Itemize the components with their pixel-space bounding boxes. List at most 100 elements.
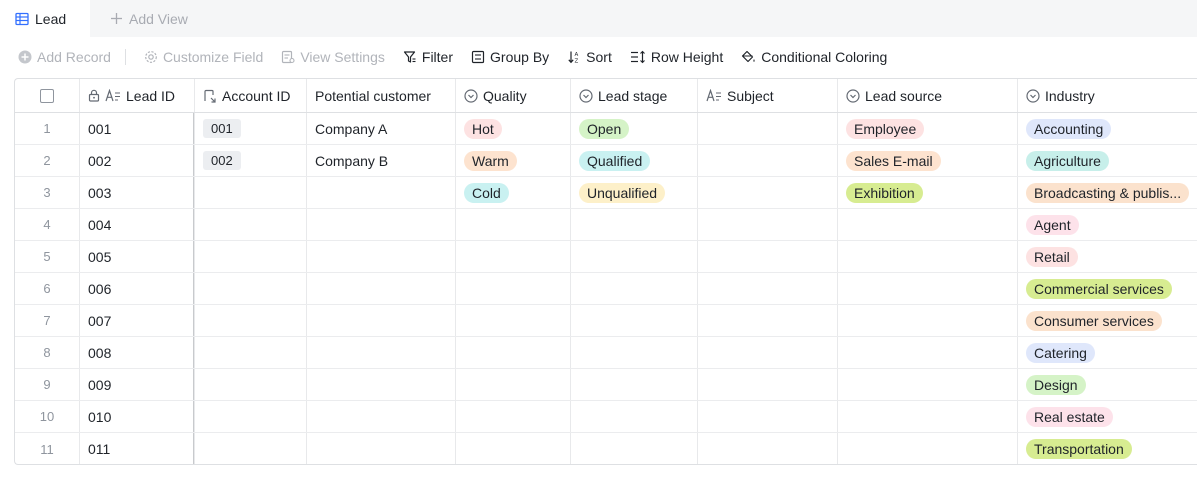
cell-subject[interactable] (697, 369, 837, 400)
cell-quality[interactable] (455, 273, 570, 304)
column-header-quality[interactable]: Quality (455, 79, 570, 112)
cell-subject[interactable] (697, 273, 837, 304)
cell-quality[interactable] (455, 433, 570, 464)
cell-industry[interactable]: Consumer services (1017, 305, 1197, 336)
cell-potential-customer[interactable] (306, 337, 455, 368)
cell-lead-id[interactable]: 003 (79, 177, 194, 208)
cell-quality[interactable] (455, 401, 570, 432)
cell-account-id[interactable] (194, 177, 306, 208)
cell-industry[interactable]: Agent (1017, 209, 1197, 240)
add-view-button[interactable]: Add View (110, 0, 188, 37)
cell-lead-id[interactable]: 010 (79, 401, 194, 432)
cell-account-id[interactable] (194, 433, 306, 464)
cell-lead-id[interactable]: 011 (79, 433, 194, 464)
cell-industry[interactable]: Broadcasting & publis... (1017, 177, 1197, 208)
cell-lead-id[interactable]: 009 (79, 369, 194, 400)
cell-industry[interactable]: Commercial services (1017, 273, 1197, 304)
cell-lead-stage[interactable] (570, 273, 697, 304)
cell-potential-customer[interactable] (306, 241, 455, 272)
cell-quality[interactable] (455, 209, 570, 240)
view-settings-button[interactable]: View Settings (281, 49, 385, 65)
cell-lead-stage[interactable] (570, 337, 697, 368)
customize-field-button[interactable]: Customize Field (144, 49, 263, 65)
cell-lead-source[interactable] (837, 401, 1017, 432)
cell-potential-customer[interactable] (306, 433, 455, 464)
cell-potential-customer[interactable] (306, 305, 455, 336)
select-all-checkbox[interactable] (40, 88, 54, 103)
cell-potential-customer[interactable] (306, 177, 455, 208)
cell-subject[interactable] (697, 241, 837, 272)
column-header-subject[interactable]: Subject (697, 79, 837, 112)
cell-lead-source[interactable] (837, 433, 1017, 464)
cell-potential-customer[interactable]: Company B (306, 145, 455, 176)
cell-lead-source[interactable]: Employee (837, 113, 1017, 144)
cell-lead-stage[interactable]: Unqualified (570, 177, 697, 208)
cell-account-id[interactable] (194, 241, 306, 272)
column-header-lead-stage[interactable]: Lead stage (570, 79, 697, 112)
cell-lead-stage[interactable] (570, 433, 697, 464)
cell-subject[interactable] (697, 209, 837, 240)
cell-account-id[interactable]: 001 (194, 113, 306, 144)
cell-lead-id[interactable]: 005 (79, 241, 194, 272)
cell-account-id[interactable] (194, 273, 306, 304)
cell-industry[interactable]: Accounting (1017, 113, 1197, 144)
cell-lead-stage[interactable] (570, 369, 697, 400)
cell-quality[interactable]: Cold (455, 177, 570, 208)
column-header-lead-id[interactable]: Lead ID (79, 79, 194, 112)
cell-account-id[interactable] (194, 305, 306, 336)
cell-lead-id[interactable]: 008 (79, 337, 194, 368)
cell-lead-source[interactable] (837, 209, 1017, 240)
add-record-button[interactable]: Add Record (18, 49, 111, 65)
cell-lead-stage[interactable] (570, 209, 697, 240)
cell-lead-stage[interactable]: Open (570, 113, 697, 144)
cell-subject[interactable] (697, 177, 837, 208)
cell-lead-stage[interactable]: Qualified (570, 145, 697, 176)
cell-lead-source[interactable] (837, 241, 1017, 272)
cell-lead-stage[interactable] (570, 305, 697, 336)
cell-potential-customer[interactable] (306, 369, 455, 400)
cell-quality[interactable]: Warm (455, 145, 570, 176)
cell-industry[interactable]: Agriculture (1017, 145, 1197, 176)
column-header-potential-customer[interactable]: Potential customer (306, 79, 455, 112)
cell-lead-source[interactable] (837, 305, 1017, 336)
cell-industry[interactable]: Transportation (1017, 433, 1197, 464)
cell-lead-id[interactable]: 001 (79, 113, 194, 144)
cell-potential-customer[interactable] (306, 273, 455, 304)
cell-lead-source[interactable]: Exhibition (837, 177, 1017, 208)
filter-button[interactable]: Filter (403, 49, 453, 65)
cell-quality[interactable] (455, 241, 570, 272)
cell-quality[interactable] (455, 369, 570, 400)
cell-lead-id[interactable]: 007 (79, 305, 194, 336)
cell-potential-customer[interactable] (306, 401, 455, 432)
cell-industry[interactable]: Retail (1017, 241, 1197, 272)
cell-quality[interactable] (455, 305, 570, 336)
cell-quality[interactable]: Hot (455, 113, 570, 144)
cell-subject[interactable] (697, 337, 837, 368)
cell-industry[interactable]: Design (1017, 369, 1197, 400)
group-by-button[interactable]: Group By (471, 49, 549, 65)
cell-industry[interactable]: Catering (1017, 337, 1197, 368)
cell-lead-id[interactable]: 006 (79, 273, 194, 304)
column-header-lead-source[interactable]: Lead source (837, 79, 1017, 112)
column-header-account-id[interactable]: Account ID (194, 79, 306, 112)
cell-lead-source[interactable] (837, 273, 1017, 304)
cell-account-id[interactable] (194, 209, 306, 240)
cell-account-id[interactable] (194, 337, 306, 368)
cell-lead-id[interactable]: 004 (79, 209, 194, 240)
tab-lead[interactable]: Lead (0, 0, 90, 37)
cell-subject[interactable] (697, 113, 837, 144)
cell-subject[interactable] (697, 305, 837, 336)
cell-potential-customer[interactable]: Company A (306, 113, 455, 144)
cell-lead-stage[interactable] (570, 401, 697, 432)
cell-subject[interactable] (697, 433, 837, 464)
cell-potential-customer[interactable] (306, 209, 455, 240)
